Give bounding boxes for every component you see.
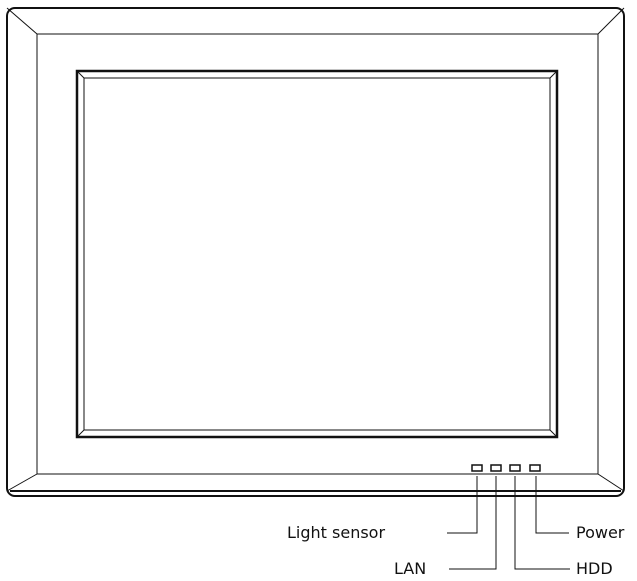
leader-lines	[447, 476, 570, 570]
screen-inner-edge	[83, 77, 551, 431]
bevel-bottom-right	[597, 473, 625, 492]
screen-outer-edge	[75, 69, 559, 439]
screen-bevel-tr	[549, 70, 558, 79]
hdd-led	[509, 464, 521, 472]
display-screen	[75, 69, 559, 439]
bevel-top-left	[6, 7, 38, 35]
lan-led	[490, 464, 502, 472]
leader-power	[535, 476, 569, 534]
screen-bevel-bl	[76, 429, 85, 438]
light-sensor-led	[471, 464, 483, 472]
outer-chassis	[6, 7, 625, 497]
leader-lan	[449, 476, 497, 570]
power-led	[529, 464, 541, 472]
bevel-top-right	[597, 7, 625, 35]
label-light-sensor: Light sensor	[287, 523, 386, 542]
leader-light-sensor	[447, 476, 478, 534]
screen-bevel-tl	[76, 70, 85, 79]
leader-hdd	[514, 476, 570, 570]
label-power: Power	[576, 523, 625, 542]
label-hdd: HDD	[576, 559, 613, 578]
outer-frame	[6, 7, 625, 497]
indicator-leds	[471, 464, 541, 472]
bevel-bottom-left	[6, 473, 38, 492]
label-lan: LAN	[394, 559, 427, 578]
inner-bezel	[36, 33, 599, 475]
screen-bevel-br	[549, 429, 558, 438]
